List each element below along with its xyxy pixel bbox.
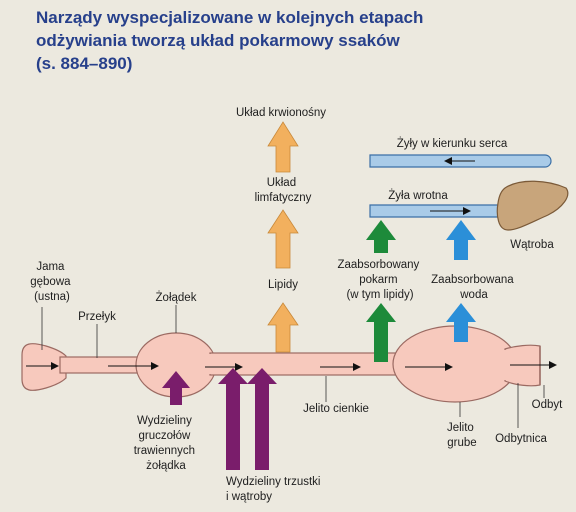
label-zyly: Żyły w kierunku serca xyxy=(397,137,508,150)
digestive-tract xyxy=(21,325,541,403)
absorbed-food-arrows xyxy=(366,220,396,362)
stomach-secretion-arrow xyxy=(162,371,190,405)
pancreas-secretion-arrow-1 xyxy=(218,368,248,470)
green-arrow-lower xyxy=(366,303,396,362)
title-line-3: (s. 884–890) xyxy=(36,54,133,73)
liver-shape xyxy=(496,180,569,231)
diagram-title: Narządy wyspecjalizowane w kolejnych eta… xyxy=(36,6,556,75)
lipid-arrow-middle xyxy=(267,209,299,269)
title-line-1: Narządy wyspecjalizowane w kolejnych eta… xyxy=(36,8,424,27)
label-wydzieliny-trzustki: Wydzieliny trzustki i wątroby xyxy=(226,476,324,503)
label-wydzieliny-zoladka: Wydzieliny gruczołów trawiennych żołądka xyxy=(134,415,199,472)
lipid-pathway-arrows xyxy=(267,121,299,353)
label-zaabsorbowana-woda: Zaabsorbowana woda xyxy=(431,274,517,301)
mouth-shape xyxy=(21,343,67,391)
label-przelyk: Przełyk xyxy=(78,311,116,323)
label-watroba: Wątroba xyxy=(510,239,554,251)
green-arrow-upper xyxy=(366,220,396,253)
label-zoladek: Żołądek xyxy=(156,291,197,304)
esophagus-shape xyxy=(59,356,147,374)
title-line-2: odżywiania tworzą układ pokarmowy ssaków xyxy=(36,31,400,50)
label-odbytnica: Odbytnica xyxy=(495,433,547,445)
label-zyla-wrotna: Żyła wrotna xyxy=(388,189,448,202)
label-jama: Jama gębowa (ustna) xyxy=(30,261,74,303)
lipid-arrow-lower xyxy=(267,302,299,353)
label-lipidy: Lipidy xyxy=(268,279,298,291)
label-zaabsorbowany-pokarm: Zaabsorbowany pokarm (w tym lipidy) xyxy=(337,259,422,301)
blue-arrow-lower xyxy=(446,303,476,342)
label-jelito-cienkie: Jelito cienkie xyxy=(303,403,369,415)
label-uklad-limfatyczny: Układ limfatyczny xyxy=(255,177,312,204)
food-flow-arrows xyxy=(26,361,557,371)
label-odbyt: Odbyt xyxy=(532,399,563,411)
leader-lines xyxy=(41,305,545,428)
pancreas-secretion-arrow-2 xyxy=(247,368,277,470)
absorbed-water-arrows xyxy=(446,220,476,342)
label-uklad-krwionosny: Układ krwionośny xyxy=(236,107,326,119)
label-jelito-grube: Jelito grube xyxy=(447,422,477,449)
blue-arrow-upper xyxy=(446,220,476,260)
lipid-arrow-upper xyxy=(267,121,299,173)
secretion-arrows xyxy=(162,368,277,470)
